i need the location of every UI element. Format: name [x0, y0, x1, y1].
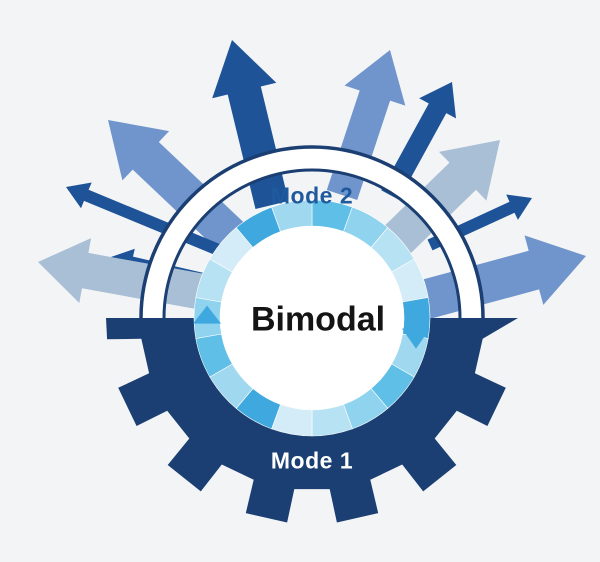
arrow-upper-right: [378, 140, 500, 259]
upper-arc-group: [139, 145, 485, 319]
ring-group: [193, 199, 431, 437]
upper-arc-outer: [139, 145, 485, 319]
upper-arc-inner: [162, 168, 462, 319]
mode-2-label: Mode 2: [270, 182, 354, 209]
ring-arrow-left-icon: [193, 305, 222, 324]
center-disc: [220, 226, 404, 410]
arrow-upper-left: [108, 120, 254, 259]
mode-1-label: Mode 1: [270, 447, 354, 474]
arrow-left-wide: [38, 238, 224, 313]
ring-arrow-right-icon: [401, 328, 430, 349]
arrow-right-wide: [399, 235, 586, 325]
upper-arc-band: [142, 148, 482, 319]
bimodal-label: Bimodal: [250, 300, 386, 339]
arrow-left-thin: [66, 182, 241, 264]
